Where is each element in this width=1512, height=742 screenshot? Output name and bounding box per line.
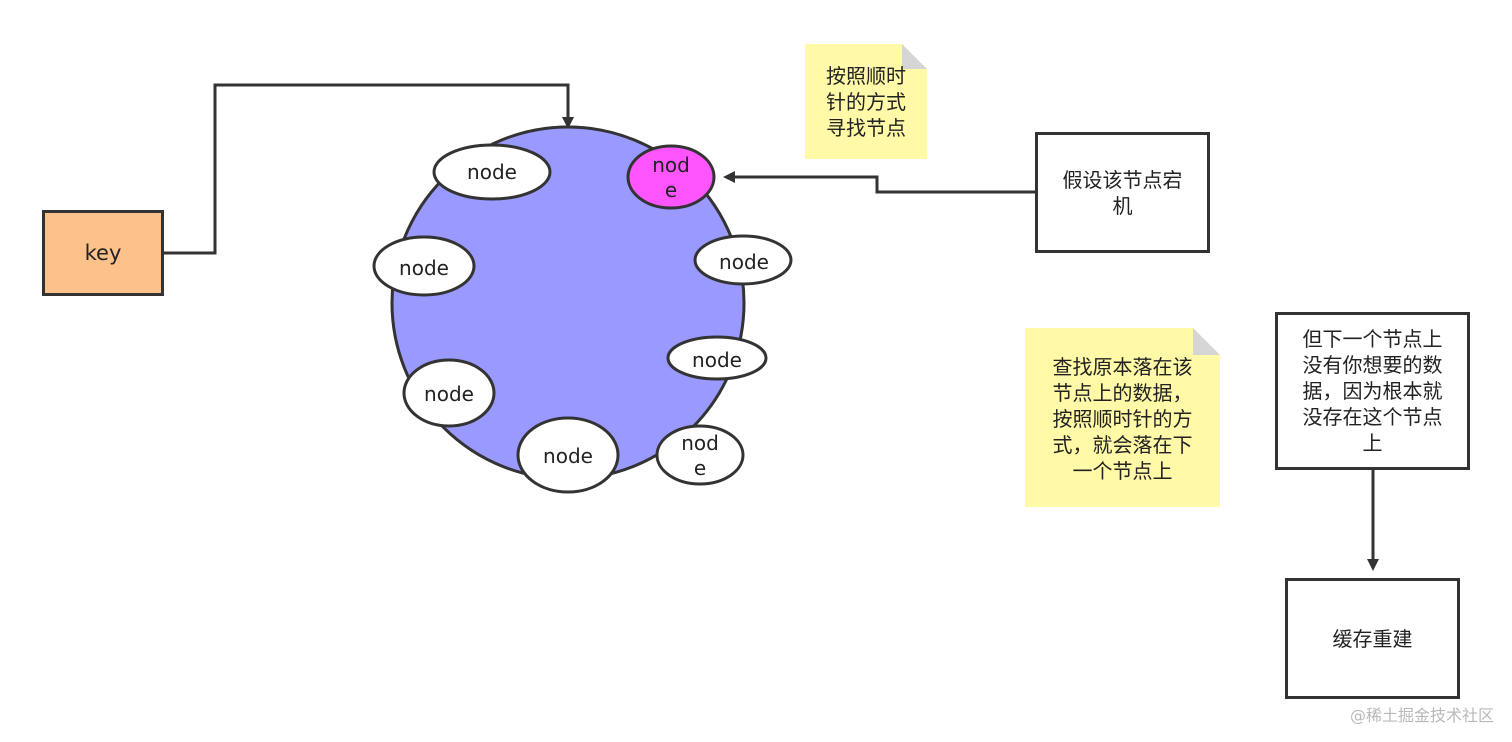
node-down-box: 假设该节点宕 机 <box>1035 132 1210 253</box>
node-label-8: nod e <box>681 431 719 480</box>
watermark: @稀土掘金技术社区 <box>1349 706 1494 725</box>
node-label-3: node <box>399 256 449 280</box>
note-clockwise: 按照顺时 针的方式 寻找节点 <box>826 63 906 140</box>
connector-down-to-node <box>723 171 1035 194</box>
note-lookup-fold <box>1193 328 1220 355</box>
key-box: key <box>42 210 164 296</box>
note-clockwise-fold <box>902 44 927 69</box>
node-ellipse-4 <box>693 234 793 286</box>
node-ellipse-8 <box>655 424 745 486</box>
cache-rebuild-box: 缓存重建 <box>1285 578 1460 699</box>
node-ellipse-6 <box>402 358 496 428</box>
node-label-4: node <box>719 250 769 274</box>
node-ellipse-7 <box>516 416 620 494</box>
note-lookup-shape <box>1025 328 1220 507</box>
node-label-6: node <box>424 382 474 406</box>
note-clockwise-shape <box>805 44 927 159</box>
connector-key-to-ring <box>163 83 574 255</box>
node-label-7: node <box>543 444 593 468</box>
key-label: key <box>84 241 122 265</box>
node-label-5: node <box>692 348 742 372</box>
next-node-nodata-box: 但下一个节点上 没有你想要的数 据，因为根本就 没存在这个节点 上 <box>1275 312 1470 470</box>
node-ellipse-highlight <box>626 144 716 210</box>
node-ellipse-5 <box>666 335 768 381</box>
note-lookup: 查找原本落在该 节点上的数据， 按照顺时针的方 式，就会落在下 一个节点上 <box>1052 354 1193 483</box>
node-label-1: node <box>467 160 517 184</box>
node-ellipse-1 <box>432 143 552 201</box>
node-label-highlight: nod e <box>652 153 690 202</box>
node-ellipse-3 <box>372 235 476 297</box>
